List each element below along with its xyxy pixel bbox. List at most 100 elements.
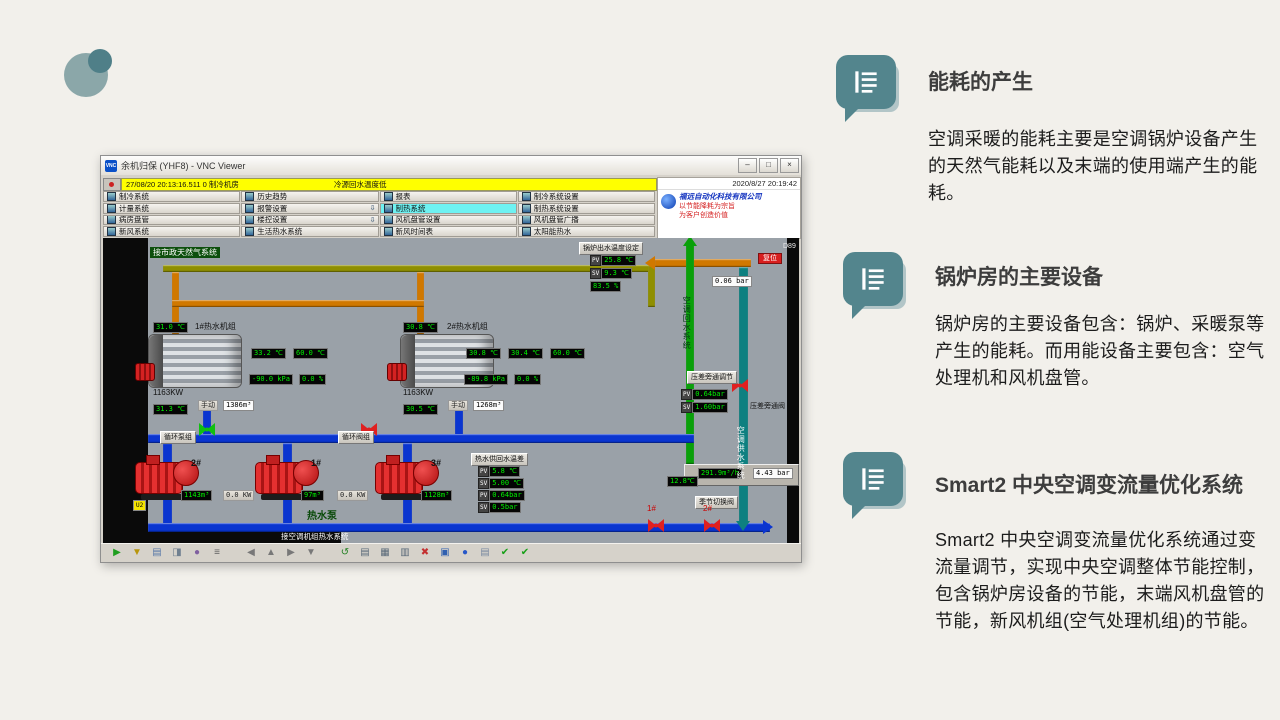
- digital-display: 83.5 %: [590, 281, 622, 292]
- filter-icon[interactable]: ▼: [132, 547, 142, 558]
- value-box: 4.43 bar: [753, 468, 793, 479]
- menu-item-icon: [107, 215, 116, 225]
- digital-display: 30.8 ℃: [466, 348, 501, 359]
- checklist-pin-icon: [843, 252, 903, 319]
- close-button[interactable]: ×: [780, 158, 799, 173]
- menu-down-arrow-icon: ⇩: [369, 216, 376, 224]
- menu-button[interactable]: 风机盘管广播: [517, 214, 655, 226]
- menu-button[interactable]: 制热系统设置: [517, 202, 655, 214]
- value-box: 1268m³: [473, 400, 505, 411]
- digital-display: -89.8 kPa: [464, 374, 508, 385]
- forward-icon[interactable]: ▶: [287, 547, 295, 558]
- menu-button[interactable]: 报表: [379, 191, 517, 202]
- pump[interactable]: [255, 454, 319, 500]
- panel-icon[interactable]: ◨: [172, 547, 182, 558]
- menu-button[interactable]: 太阳能热水: [517, 226, 655, 237]
- menu-button[interactable]: 制冷系统: [103, 191, 241, 202]
- run-icon[interactable]: ▶: [113, 547, 121, 558]
- vnc-viewer-window: VNC 余机归保 (YHF8) - VNC Viewer – □ × 27/08…: [100, 155, 802, 563]
- boiler[interactable]: [387, 334, 494, 388]
- menu-item-icon: [107, 227, 116, 237]
- digital-display: 0.0 %: [514, 374, 542, 385]
- pump[interactable]: [375, 454, 439, 500]
- menu-button[interactable]: 制冷系统设置: [517, 191, 655, 202]
- menu-button[interactable]: 计量系统: [103, 202, 241, 214]
- close-icon[interactable]: ✖: [420, 547, 430, 558]
- apply-icon[interactable]: ✔: [500, 547, 510, 558]
- alarm-timestamp: 27/08/20 20:13:16.511 0 制冷机房: [126, 180, 239, 189]
- record-icon[interactable]: ●: [193, 547, 201, 558]
- menu-item-label: 楼控设置: [257, 215, 288, 225]
- gray-box: 0.0 KW: [337, 490, 369, 501]
- scada-label: D89: [783, 243, 796, 250]
- window-titlebar[interactable]: VNC 余机归保 (YHF8) - VNC Viewer – □ ×: [101, 156, 801, 176]
- toolbar: ▶ ▼ ▤ ◨ ● ≡ ◀ ▲ ▶ ▼ ↺ ▤ ▦ ▥ ✖ ▣ ● ▤ ✔ ✔: [101, 543, 801, 562]
- menu-item-icon: [383, 215, 393, 225]
- menu-button[interactable]: 历史趋势: [241, 191, 379, 202]
- menu-button[interactable]: 生活热水系统: [241, 226, 379, 237]
- menu-item-label: 制热系统设置: [533, 203, 579, 213]
- menu-button[interactable]: 新风系统: [103, 226, 241, 237]
- menu-button[interactable]: 报警设置⇩: [241, 202, 379, 214]
- valve-icon[interactable]: [704, 519, 720, 532]
- section-body: 空调采暖的能耗主要是空调锅炉设备产生的天然气能耗以及末端的使用端产生的能耗。: [928, 129, 1258, 204]
- grid-icon[interactable]: ▦: [380, 547, 390, 558]
- up-icon[interactable]: ▲: [266, 547, 276, 558]
- pipe: [203, 400, 211, 436]
- scada-label: 1163KW: [153, 388, 184, 397]
- down-icon[interactable]: ▼: [306, 547, 316, 558]
- label-box: 压差旁通调节: [687, 371, 737, 384]
- menu-item-label: 太阳能热水: [533, 227, 572, 237]
- company-slogan-1: 以节能降耗为宗旨: [679, 202, 735, 210]
- pipe: [686, 244, 694, 464]
- menu-item-label: 制冷系统设置: [533, 191, 579, 201]
- document-icon[interactable]: ▥: [400, 547, 410, 558]
- valve-icon[interactable]: [648, 519, 664, 532]
- menu-item-label: 病房盘管: [119, 215, 149, 225]
- reset-button[interactable]: 复位: [758, 253, 782, 264]
- scada-label: 压差旁通阀: [750, 403, 785, 410]
- menu-button[interactable]: 风机盘管设置: [379, 214, 517, 226]
- print-icon[interactable]: ▤: [152, 547, 162, 558]
- printer2-icon[interactable]: ▤: [480, 547, 490, 558]
- menu-item-label: 生活热水系统: [257, 227, 303, 237]
- boiler[interactable]: [135, 334, 242, 388]
- minimize-button[interactable]: –: [738, 158, 757, 173]
- menu-button[interactable]: 制热系统: [379, 202, 517, 214]
- digital-display: 291.9m³/h: [698, 468, 742, 479]
- section-title: 锅炉房的主要设备: [935, 266, 1103, 289]
- menu-button[interactable]: 新风时间表: [379, 226, 517, 237]
- decor-circle-small: [88, 49, 112, 73]
- scada-label: 1#: [647, 504, 656, 513]
- digital-display: 0.0 %: [299, 374, 327, 385]
- scada-label: 热水泵: [307, 511, 337, 522]
- user-icon[interactable]: ●: [461, 547, 469, 558]
- report-icon[interactable]: ▤: [360, 547, 370, 558]
- pump[interactable]: [135, 454, 199, 500]
- refresh-icon[interactable]: ↺: [340, 547, 350, 558]
- menu-item-icon: [245, 191, 255, 201]
- save-icon[interactable]: ▣: [440, 547, 450, 558]
- menu-item-label: 制冷系统: [119, 191, 149, 201]
- section-title: Smart2 中央空调变流量优化系统: [935, 474, 1244, 497]
- pipe: [163, 265, 655, 272]
- scada-label: 接空调机组热水系统: [281, 532, 349, 541]
- gray-box: 手动: [448, 400, 468, 411]
- alarm-message: 冷源回水温度低: [334, 180, 387, 189]
- maximize-button[interactable]: □: [759, 158, 778, 173]
- menu-item-icon: [107, 203, 116, 213]
- scada-label: 3#: [431, 458, 442, 468]
- back-icon[interactable]: ◀: [247, 547, 255, 558]
- label-box: 锅炉出水温度设定: [579, 242, 643, 255]
- menu-button[interactable]: 楼控设置 ⇩: [241, 214, 379, 226]
- list-icon[interactable]: ≡: [214, 547, 220, 558]
- menu-button[interactable]: 病房盘管: [103, 214, 241, 226]
- scada-label: 2#: [703, 504, 712, 513]
- valve-icon[interactable]: [199, 423, 215, 436]
- scada-label: 空调供水系统: [736, 426, 746, 480]
- confirm-icon[interactable]: ✔: [520, 547, 530, 558]
